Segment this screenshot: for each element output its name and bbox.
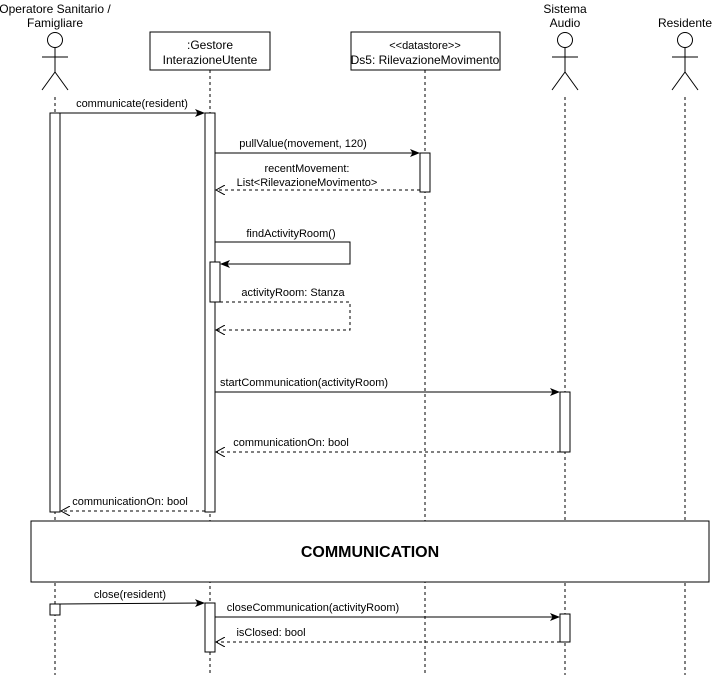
participant-gestore-label-2: InterazioneUtente [163, 53, 258, 67]
activation-sistema-audio-close [559, 613, 571, 643]
activation-gestore-main [204, 112, 216, 513]
lifelines [54, 70, 686, 675]
actor-head-icon [677, 32, 693, 48]
msg-pull-value-label: pullValue(movement, 120) [239, 138, 367, 150]
activation-operatore-main [49, 112, 61, 513]
activation-sistema-audio [559, 391, 571, 453]
actor-operatore-label-2: Famigliare [27, 16, 83, 30]
msg-communication-on-audio-label: communicationOn: bool [233, 437, 349, 449]
msg-communication-on-user-label: communicationOn: bool [72, 496, 188, 508]
communication-fragment [30, 520, 710, 583]
msg-communicate-label: communicate(resident) [76, 98, 188, 110]
actor-residente [671, 32, 699, 91]
actor-head-icon [47, 32, 63, 48]
activation-operatore-close [49, 603, 61, 616]
activation-datastore [419, 152, 431, 193]
actor-operatore-label-1: Operatore Sanitario / [0, 2, 111, 16]
msg-recent-movement-label-2: List<RilevazioneMovimento> [237, 177, 378, 189]
msg-close-arrow [59, 599, 205, 608]
participant-gestore-box [149, 31, 271, 71]
activations [49, 112, 571, 653]
msg-is-closed-label: isClosed: bool [236, 627, 305, 639]
actor-residente-label: Residente [658, 16, 712, 30]
msg-activity-room-arrow [216, 301, 351, 330]
activation-gestore-self [209, 261, 221, 303]
msg-find-activity-room-label: findActivityRoom() [246, 228, 335, 240]
msg-start-communication-label: startCommunication(activityRoom) [220, 377, 388, 389]
participant-datastore-label-1: <<datastore>> [389, 40, 461, 52]
actor-sistema-audio-label-2: Audio [550, 16, 581, 30]
msg-recent-movement-label-1: recentMovement: [265, 163, 350, 175]
msg-find-activity-room-arrow [215, 241, 351, 268]
participant-gestore-label-1: :Gestore [187, 38, 233, 52]
activation-gestore-close [204, 602, 216, 653]
msg-activity-room-label: activityRoom: Stanza [241, 287, 345, 299]
actor-head-icon [557, 32, 573, 48]
participant-datastore-label-2: Ds5: RilevazioneMovimento [351, 53, 500, 67]
msg-close-label: close(resident) [94, 589, 166, 601]
actor-sistema-audio-label-1: Sistema [543, 2, 587, 16]
communication-fragment-label: COMMUNICATION [301, 544, 439, 561]
actor-sistema-audio [551, 32, 579, 91]
msg-close-communication-label: closeCommunication(activityRoom) [227, 602, 399, 614]
messages [59, 109, 560, 642]
participant-datastore-box [350, 31, 501, 71]
actor-operatore [41, 32, 69, 91]
